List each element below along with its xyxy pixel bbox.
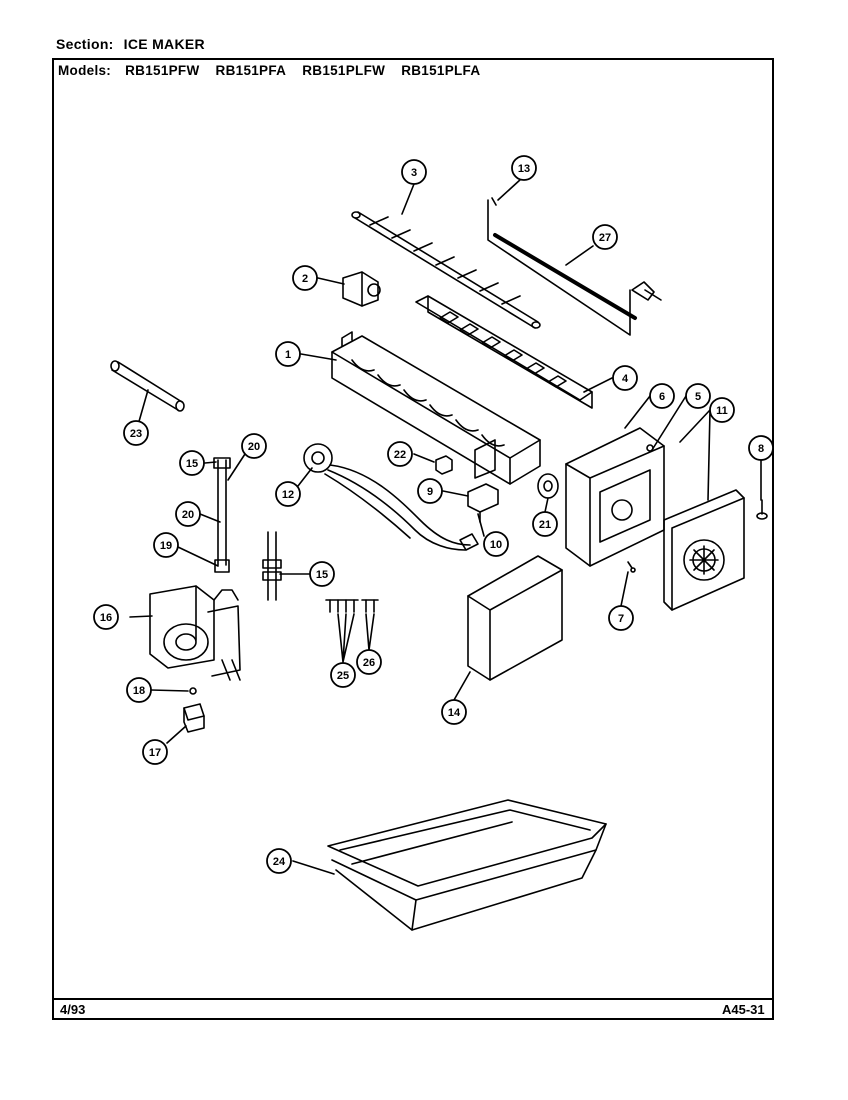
callout-number: 16 <box>100 612 112 624</box>
callout-circle <box>532 511 558 537</box>
drive-gear-part <box>537 473 559 499</box>
callout-number: 21 <box>539 519 551 531</box>
callout-circle <box>608 605 634 631</box>
models-label: Models: <box>58 63 112 78</box>
tube-fitting-part <box>262 531 282 601</box>
small-screw-part <box>627 561 636 573</box>
callout-circle <box>417 478 443 504</box>
callout-circle <box>292 265 318 291</box>
callout-circle <box>401 159 427 185</box>
fill-tube-part <box>110 360 185 412</box>
callout-number: 7 <box>618 613 624 625</box>
callout-circle <box>179 450 205 476</box>
washer-part <box>189 687 197 695</box>
callout-number: 20 <box>182 509 194 521</box>
section-label: Section: <box>56 36 114 52</box>
bracket-part <box>342 271 381 307</box>
callout-number: 10 <box>490 539 502 551</box>
callout-circle <box>511 155 537 181</box>
callout-number: 22 <box>394 449 406 461</box>
footer-page-code: A45-31 <box>722 1002 765 1017</box>
inlet-tube-part <box>213 457 231 573</box>
motor-module-part <box>663 489 745 611</box>
callout-circle <box>709 397 735 423</box>
callout-number: 18 <box>133 685 145 697</box>
callout-circle <box>441 699 467 725</box>
callout-number: 20 <box>248 441 260 453</box>
model-number: RB151PLFA <box>401 63 481 78</box>
diagram-frame <box>52 58 774 1020</box>
callout-number: 23 <box>130 428 142 440</box>
callout-circle <box>612 365 638 391</box>
callout-circle <box>483 531 509 557</box>
callout-circle <box>241 433 267 459</box>
footer-date: 4/93 <box>60 1002 86 1017</box>
callout-number: 14 <box>448 707 461 719</box>
callout-circle <box>309 561 335 587</box>
callout-circle <box>592 224 618 250</box>
model-number: RB151PLFW <box>302 63 386 78</box>
ice-bin-part <box>327 799 607 931</box>
callout-number: 15 <box>186 458 198 470</box>
callout-circle <box>123 420 149 446</box>
wiring-harness-part <box>303 443 479 551</box>
callout-number: 9 <box>427 486 433 498</box>
cover-plate-part <box>415 295 593 409</box>
callout-circle <box>175 501 201 527</box>
callout-number: 24 <box>273 856 286 868</box>
callout-number: 26 <box>363 657 375 669</box>
ice-mold-part <box>331 331 541 485</box>
callout-number: 13 <box>518 163 530 175</box>
callout-circle <box>266 848 292 874</box>
callout-number: 2 <box>302 273 308 285</box>
footer-divider <box>52 998 774 1000</box>
callout-number: 11 <box>716 405 728 417</box>
stripper-part <box>487 197 662 336</box>
callout-circle <box>748 435 774 461</box>
callout-number: 25 <box>337 670 349 682</box>
callout-circle <box>275 481 301 507</box>
housing-part <box>565 427 665 567</box>
cover-box-part <box>467 555 563 681</box>
callout-circle <box>387 441 413 467</box>
callout-number: 4 <box>622 373 629 385</box>
section-heading: Section: ICE MAKER <box>56 36 205 52</box>
screw-set-part <box>325 599 379 613</box>
callout-circle <box>330 662 356 688</box>
callout-circle <box>93 604 119 630</box>
nut-part <box>183 703 205 733</box>
model-number: RB151PFW <box>125 63 200 78</box>
callout-circle <box>142 739 168 765</box>
screw-part <box>756 499 768 520</box>
callout-number: 19 <box>160 540 172 552</box>
callout-circle <box>126 677 152 703</box>
ejector-shaft-part <box>351 211 541 329</box>
callout-circle <box>356 649 382 675</box>
callout-circle <box>649 383 675 409</box>
callout-number: 8 <box>758 443 764 455</box>
callout-circle <box>685 383 711 409</box>
callout-number: 17 <box>149 747 161 759</box>
small-clip-part <box>435 455 499 523</box>
callout-number: 27 <box>599 232 611 244</box>
callout-number: 3 <box>411 167 417 179</box>
callout-circle <box>153 532 179 558</box>
callout-number: 5 <box>695 391 701 403</box>
callout-circle <box>275 341 301 367</box>
models-heading: Models: RB151PFW RB151PFA RB151PLFW RB151PLF… <box>58 63 496 78</box>
callout-number: 12 <box>282 489 294 501</box>
callout-number: 6 <box>659 391 665 403</box>
callout-number: 15 <box>316 569 328 581</box>
model-number: RB151PFA <box>215 63 287 78</box>
water-valve-part <box>149 585 241 681</box>
section-value: ICE MAKER <box>123 36 205 52</box>
callout-number: 1 <box>285 349 291 361</box>
